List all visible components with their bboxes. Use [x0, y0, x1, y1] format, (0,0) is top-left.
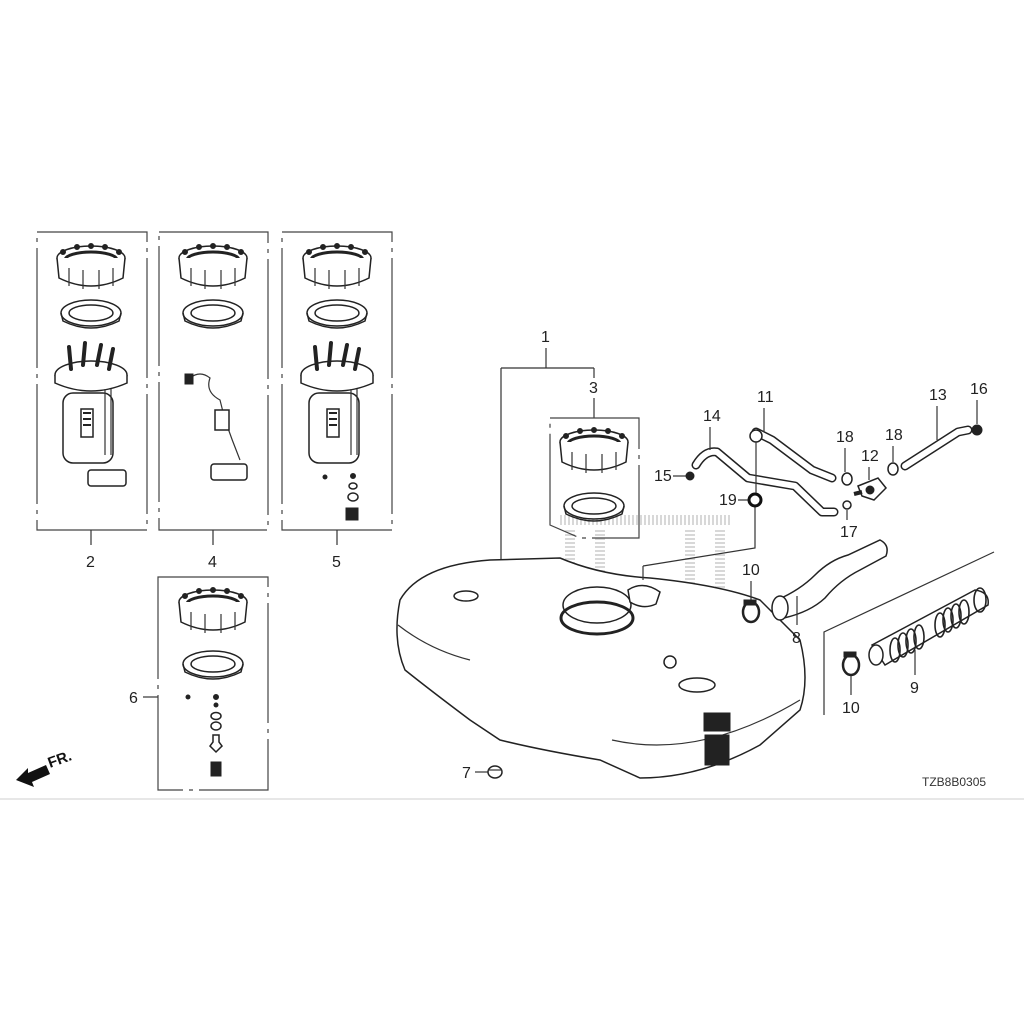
- hose-11: 11: [749, 389, 837, 483]
- filler-hose-8: 8: [771, 539, 888, 647]
- callout-11: 11: [757, 389, 774, 406]
- part-7-plug: 7: [462, 765, 503, 782]
- assembly-box-2: 2: [36, 231, 148, 571]
- part-19-clamp: 19: [719, 442, 763, 509]
- callout-17: 17: [840, 524, 858, 541]
- callout-5: 5: [332, 554, 341, 571]
- diagram-code: TZB8B0305: [922, 775, 986, 789]
- callout-18b: 18: [885, 427, 903, 444]
- callout-18a: 18: [836, 429, 854, 446]
- assembly-box-5: 5: [281, 231, 393, 571]
- part-17-clip: 17: [840, 500, 858, 541]
- callout-10a: 10: [742, 562, 760, 579]
- assembly-box-6: 6: [129, 576, 269, 791]
- fuel-tank: [396, 557, 806, 779]
- callout-3: 3: [589, 380, 598, 397]
- clamp-10-upper: 10: [741, 562, 761, 624]
- hose-13: 13: [900, 387, 973, 471]
- front-direction-indicator: FR.: [16, 748, 74, 787]
- callout-3-tank-leader: [642, 505, 756, 567]
- part-18-clamp-b: 18: [885, 427, 903, 476]
- section-divider: [823, 551, 995, 715]
- front-label: FR.: [46, 748, 75, 772]
- part-12-joint: 12: [853, 448, 888, 501]
- callout-16: 16: [970, 381, 988, 398]
- callout-1-group: 1 3: [500, 329, 598, 560]
- callout-9: 9: [910, 680, 919, 697]
- breather-hose-9: 9: [868, 587, 989, 697]
- callout-2: 2: [86, 554, 95, 571]
- callout-1: 1: [541, 329, 550, 346]
- assembly-box-3: [549, 417, 640, 539]
- callout-15: 15: [654, 468, 672, 485]
- part-15-clip: 15: [654, 468, 695, 485]
- callout-19: 19: [719, 492, 737, 509]
- callout-7: 7: [462, 765, 471, 782]
- callout-6: 6: [129, 690, 138, 707]
- clamp-10-lower: 10: [841, 651, 861, 717]
- callout-8: 8: [792, 630, 801, 647]
- callout-12: 12: [861, 448, 879, 465]
- assembly-box-4: 4: [158, 231, 269, 571]
- part-16-clip: 16: [970, 381, 988, 436]
- callout-13: 13: [929, 387, 947, 404]
- callout-4: 4: [208, 554, 217, 571]
- callout-14: 14: [703, 408, 721, 425]
- callout-10b: 10: [842, 700, 860, 717]
- hose-14: 14: [691, 408, 839, 517]
- part-18-clamp-a: 18: [836, 429, 854, 486]
- front-arrow-icon: [16, 765, 50, 787]
